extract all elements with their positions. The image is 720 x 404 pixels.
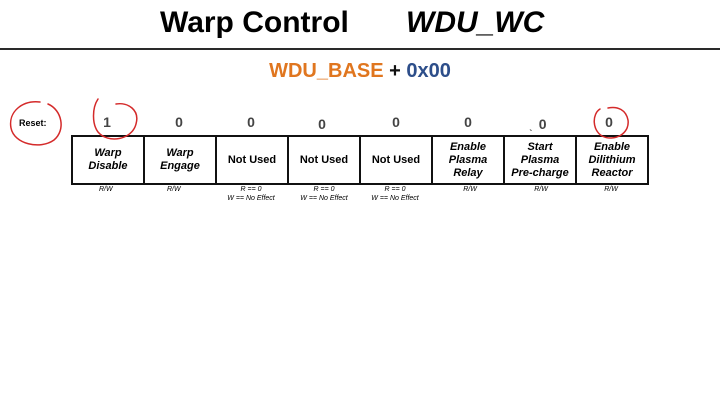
access-bit4: R == 0 W == No Effect — [288, 185, 360, 203]
address-base: WDU_BASE — [269, 60, 384, 82]
reset-value-bit6: 0 — [175, 114, 183, 130]
bit-label-line: Relay — [453, 166, 483, 179]
access-bit3: R == 0 W == No Effect — [359, 185, 431, 203]
access-line: R/W — [604, 186, 618, 193]
bit-cell-not-used: Not Used — [359, 135, 433, 185]
bit-label-line: Enable — [593, 140, 631, 153]
register-bit-table: Warp Disable Warp Engage Not Used Not Us… — [71, 135, 649, 185]
bit-label-line: Enable — [449, 140, 487, 153]
access-line: R/W — [167, 186, 181, 193]
bit-label-line: Disable — [88, 160, 128, 172]
bit-cell-enable-plasma-relay: Enable Plasma Relay — [431, 135, 505, 185]
access-line: R/W — [99, 186, 113, 193]
bit-cell-warp-engage: Warp Engage — [143, 135, 217, 185]
reset-value-bit1-text: 0 — [538, 116, 547, 132]
page-title: Warp Control — [160, 6, 349, 39]
title-divider — [0, 48, 720, 50]
access-line: R == 0 — [384, 186, 406, 193]
bit-cell-not-used: Not Used — [215, 135, 289, 185]
access-bit2: R/W — [434, 185, 506, 194]
access-line: W == No Effect — [300, 195, 348, 202]
bit-label-line: Plasma — [448, 153, 488, 166]
bit-label-line: Reactor — [591, 166, 633, 179]
register-name: WDU_WC — [406, 6, 545, 39]
access-bit0: R/W — [575, 185, 647, 194]
bit-label-line: Warp — [94, 147, 122, 159]
reset-label: Reset: — [19, 118, 47, 128]
address-plus: + — [389, 60, 401, 82]
bit-label-line: Not Used — [227, 153, 277, 166]
reset-value-bit0: 0 — [605, 114, 613, 130]
reset-value-bit2: 0 — [464, 114, 472, 130]
bit-cell-start-plasma-precharge: Start Plasma Pre-charge — [503, 135, 577, 185]
bit-label-line: Plasma — [520, 153, 560, 166]
title-row: Warp Control WDU_WC — [0, 4, 720, 48]
access-bit7: R/W — [71, 185, 143, 194]
bit-label-line: Not Used — [371, 153, 421, 166]
bit-label-line: Warp — [166, 147, 194, 159]
access-line: W == No Effect — [227, 195, 275, 202]
register-bit-row: Warp Disable Warp Engage Not Used Not Us… — [71, 135, 649, 185]
bit-label-line: Engage — [160, 160, 200, 172]
bit-cell-enable-dilithium-reactor: Enable Dilithium Reactor — [575, 135, 649, 185]
register-address: WDU_BASE + 0x00 — [0, 60, 720, 83]
reset-value-bit5: 0 — [247, 114, 255, 130]
address-offset: 0x00 — [406, 60, 451, 82]
bit-cell-warp-disable: Warp Disable — [71, 135, 145, 185]
bit-label-line: Dilithium — [588, 153, 636, 166]
access-line: R == 0 — [313, 186, 335, 193]
reset-value-bit4: 0 — [318, 116, 326, 132]
bit-cell-not-used: Not Used — [287, 135, 361, 185]
stray-mark: ˎ — [529, 121, 533, 132]
access-line: R == 0 — [240, 186, 262, 193]
bit-label-line: Pre-charge — [511, 166, 569, 179]
access-line: W == No Effect — [371, 195, 419, 202]
access-bit6: R/W — [143, 185, 215, 194]
reset-value-bit3: 0 — [392, 114, 400, 130]
access-bit1: R/W — [505, 185, 577, 194]
bit-label-line: Start — [527, 140, 553, 153]
bit-label-line: Not Used — [299, 153, 349, 166]
access-line: R/W — [534, 186, 548, 193]
access-line: R/W — [463, 186, 477, 193]
reset-value-bit7: 1 — [103, 114, 111, 130]
access-bit5: R == 0 W == No Effect — [215, 185, 287, 203]
